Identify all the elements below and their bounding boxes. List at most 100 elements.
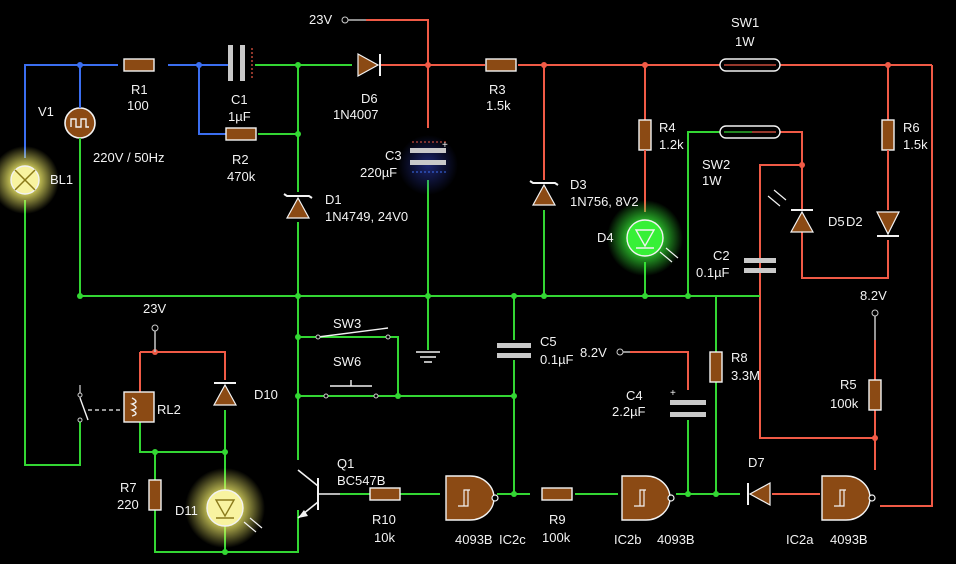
r6-value-label: 1.5k: [903, 137, 928, 152]
c5-value-label: 0.1µF: [540, 352, 574, 367]
ac-wires: [24, 62, 228, 158]
sw3-switch[interactable]: [298, 327, 391, 340]
ic2c-name-label: IC2c: [499, 532, 526, 547]
r4-resistor[interactable]: [638, 119, 652, 212]
r9-value-label: 100k: [542, 530, 571, 545]
d2-diode[interactable]: [876, 211, 900, 237]
r8-value-label: 3.3M: [731, 368, 760, 383]
ic2a-name-label: IC2a: [786, 532, 814, 547]
v1-name-label: V1: [38, 104, 54, 119]
r2-value-label: 470k: [227, 169, 256, 184]
q1-transistor[interactable]: [297, 469, 340, 519]
d10-diode[interactable]: [212, 382, 238, 406]
c1-name-label: C1: [231, 92, 248, 107]
supply-23v-left-label: 23V: [143, 301, 167, 316]
c4-value-label: 2.2µF: [612, 404, 646, 419]
ground-symbol: [416, 351, 440, 363]
c2-value-label: 0.1µF: [696, 265, 730, 280]
supply-terminals[interactable]: [151, 16, 879, 356]
c3-name-label: C3: [385, 148, 402, 163]
sw2-reed-switch[interactable]: [719, 125, 781, 139]
v1-ac-source[interactable]: [64, 100, 96, 200]
d3-zener-diode[interactable]: [529, 180, 559, 206]
d7-name-label: D7: [748, 455, 765, 470]
c4-name-label: C4: [626, 388, 643, 403]
r8-name-label: R8: [731, 350, 748, 365]
ic2c-part-label: 4093B: [455, 532, 493, 547]
d4-led[interactable]: [607, 200, 683, 276]
c1-value-label: 1µF: [228, 109, 251, 124]
sw6-name-label: SW6: [333, 354, 362, 369]
c2-capacitor[interactable]: [744, 258, 776, 273]
r4-name-label: R4: [659, 120, 676, 135]
r6-resistor[interactable]: [881, 119, 895, 210]
c5-capacitor[interactable]: [497, 343, 531, 358]
sw3-name-label: SW3: [333, 316, 362, 331]
v1-value-label: 220V / 50Hz: [93, 150, 165, 165]
d7-diode[interactable]: [747, 481, 820, 507]
bl1-lamp[interactable]: [0, 146, 59, 214]
d5-name-label: D5: [828, 214, 845, 229]
r10-name-label: R10: [372, 512, 396, 527]
r2-resistor[interactable]: [225, 127, 257, 141]
d1-zener-diode[interactable]: [283, 193, 313, 219]
d11-led[interactable]: [185, 468, 265, 548]
c1-capacitor[interactable]: [228, 45, 253, 81]
bl1-name-label: BL1: [50, 172, 74, 187]
ic2a-part-label: 4093B: [830, 532, 868, 547]
r4-value-label: 1.2k: [659, 137, 684, 152]
c4-capacitor[interactable]: +: [670, 388, 706, 417]
r2-name-label: R2: [232, 152, 249, 167]
r8-resistor[interactable]: [709, 351, 723, 383]
d5-photodiode[interactable]: [767, 189, 815, 233]
ic2b-part-label: 4093B: [657, 532, 695, 547]
ic2c-nand-gate[interactable]: [445, 475, 499, 521]
d6-name-label: D6: [361, 91, 378, 106]
r9-resistor[interactable]: [541, 487, 573, 501]
r5-name-label: R5: [840, 377, 857, 392]
rl2-relay[interactable]: [77, 385, 155, 423]
d3-value-label: 1N756, 8V2: [570, 194, 639, 209]
positive-wires: [139, 19, 933, 507]
r9-name-label: R9: [549, 512, 566, 527]
c2-name-label: C2: [713, 248, 730, 263]
rl2-name-label: RL2: [157, 402, 181, 417]
r10-resistor[interactable]: [369, 487, 401, 501]
d6-diode[interactable]: [357, 52, 381, 78]
ic2b-name-label: IC2b: [614, 532, 642, 547]
r3-value-label: 1.5k: [486, 98, 511, 113]
r3-resistor[interactable]: [485, 58, 517, 72]
r7-resistor[interactable]: [148, 479, 162, 511]
d4-name-label: D4: [597, 230, 614, 245]
r1-name-label: R1: [131, 82, 148, 97]
r5-resistor[interactable]: [868, 379, 882, 411]
svg-text:+: +: [670, 388, 676, 399]
r1-resistor[interactable]: [123, 58, 155, 72]
r5-value-label: 100k: [830, 396, 859, 411]
sw1-value-label: 1W: [735, 34, 755, 49]
ic2a-nand-gate[interactable]: [821, 475, 876, 521]
supply-8v2-r5-label: 8.2V: [860, 288, 887, 303]
c5-name-label: C5: [540, 334, 557, 349]
d3-name-label: D3: [570, 177, 587, 192]
d11-name-label: D11: [175, 503, 198, 518]
d6-value-label: 1N4007: [333, 107, 379, 122]
c3-capacitor[interactable]: +: [398, 135, 458, 195]
ic2b-nand-gate[interactable]: [621, 475, 675, 521]
r6-name-label: R6: [903, 120, 920, 135]
q1-name-label: Q1: [337, 456, 355, 471]
d10-name-label: D10: [254, 387, 278, 402]
r1-value-label: 100: [127, 98, 149, 113]
d1-value-label: 1N4749, 24V0: [325, 209, 409, 224]
sw1-reed-switch[interactable]: [719, 58, 781, 72]
supply-23v-top-label: 23V: [309, 12, 333, 27]
q1-value-label: BC547B: [337, 473, 386, 488]
d2-name-label: D2: [846, 214, 863, 229]
supply-8v2-c4-label: 8.2V: [580, 345, 607, 360]
r7-name-label: R7: [120, 480, 137, 495]
r10-value-label: 10k: [374, 530, 395, 545]
sw1-name-label: SW1: [731, 15, 760, 30]
c3-value-label: 220µF: [360, 165, 398, 180]
sw6-pushbutton[interactable]: [323, 380, 379, 399]
